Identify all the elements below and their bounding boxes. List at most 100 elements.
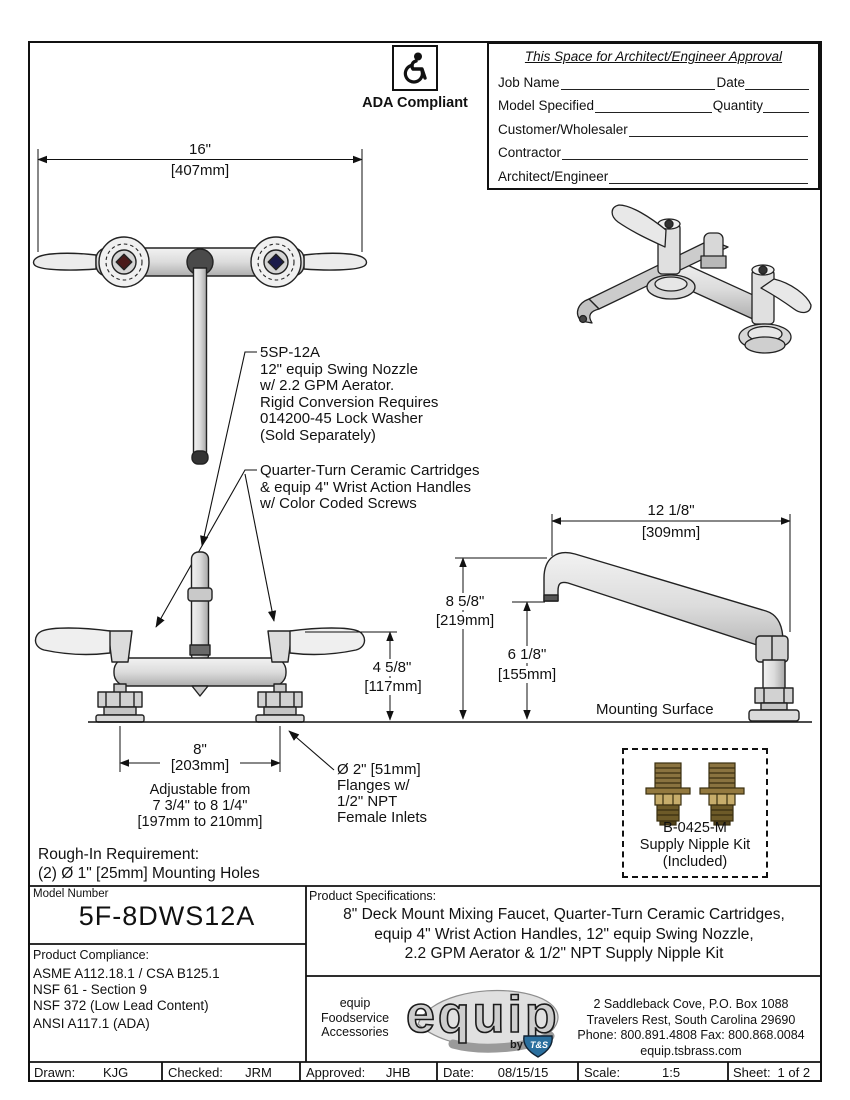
quantity-label: Quantity [712,98,763,114]
drawn-label: Drawn: [34,1065,76,1080]
dim-adjustable: Adjustable from 7 3/4" to 8 1/4" [197mm … [120,782,280,830]
logo-by-text: by [510,1039,524,1051]
product-compliance-label: Product Compliance: [33,948,150,962]
cartridge-callout-line-3: w/ Color Coded Screws [260,495,417,512]
nozzle-callout-line-3: w/ 2.2 GPM Aerator. [260,377,395,394]
footer-checked: Checked: JRM [164,1063,298,1082]
brand-line-1: equip [339,996,371,1010]
contractor-line [562,145,808,161]
nozzle-callout-line-5: 014200-45 Lock Washer [260,410,423,427]
ada-label: ADA Compliant [362,95,468,111]
product-specifications-text: 8" Deck Mount Mixing Faucet, Quarter-Tur… [306,905,822,964]
cartridge-callout-line-2: & equip 4" Wrist Action Handles [260,478,471,496]
dim-centers-in: 8" [193,741,207,758]
spec-line-2: equip 4" Wrist Action Handles, 12" equip… [374,925,754,943]
rough-in-note: Rough-In Requirement: (2) Ø 1" [25mm] Mo… [38,845,260,883]
date-label: Date [716,74,745,90]
company-address: 2 Saddleback Cove, P.O. Box 1088 Travele… [562,997,820,1059]
sheet-value: 1 of 2 [777,1065,811,1080]
architect-label: Architect/Engineer [498,168,609,184]
drawing-frame [28,41,822,1082]
supply-kit-model: B-0425-M [663,820,727,836]
date-field-value: 08/15/15 [497,1065,549,1080]
adjustable-line-3: [197mm to 210mm] [137,814,263,830]
scale-value: 1:5 [662,1065,681,1080]
sheet-label: Sheet: [733,1065,771,1080]
cartridge-callout-line-1: Quarter-Turn Ceramic Cartridges [260,462,480,479]
approval-row-job: Job Name Date [498,66,809,90]
model-number-value: 5F-8DWS12A [78,901,256,931]
wheelchair-icon [392,45,438,91]
svg-text:T&S: T&S [530,1040,548,1050]
rough-in-line-1: Rough-In Requirement: [38,846,200,863]
adjustable-line-2: 7 3/4" to 8 1/4" [152,798,248,814]
dim-spout-height-mm: [219mm] [428,612,502,629]
nozzle-callout-line-2: 12" equip Swing Nozzle [260,360,418,378]
compliance-item-3: NSF 372 (Low Lead Content) [33,998,209,1013]
product-specifications-label: Product Specifications: [309,889,437,903]
customer-label: Customer/Wholesaler [498,121,628,137]
dim-outlet-height-mm: [155mm] [490,666,564,683]
ada-compliant-block: ADA Compliant [352,45,478,111]
approval-row-contractor: Contractor [498,137,809,161]
approval-title: This Space for Architect/Engineer Approv… [524,49,783,64]
footer-drawn: Drawn: KJG [30,1063,160,1082]
dim-width-in: 16" [188,141,211,158]
model-specified-label: Model Specified [498,98,595,114]
nozzle-callout-line-6: (Sold Separately) [260,426,376,444]
address-line-3: Phone: 800.891.4808 Fax: 800.868.0084 [577,1028,805,1042]
approval-row-customer: Customer/Wholesaler [498,113,809,137]
drawn-value: KJG [102,1065,129,1080]
nozzle-callout-line-1: 5SP-12A [260,344,321,361]
architect-line [609,169,808,184]
flange-callout-line-3: 1/2" NPT [337,793,398,810]
approved-label: Approved: [306,1065,366,1080]
address-line-2: Travelers Rest, South Carolina 29690 [586,1012,796,1027]
equip-logo: equip by T&S [398,978,588,1060]
contractor-label: Contractor [498,145,562,161]
approval-row-architect: Architect/Engineer [498,160,809,184]
mounting-surface-label: Mounting Surface [596,701,714,718]
brand-line-3: Accessories [321,1025,389,1039]
flange-callout-line-1: Ø 2" [51mm] [337,761,421,778]
nozzle-callout: 5SP-12A 12" equip Swing Nozzle w/ 2.2 GP… [260,344,438,444]
flange-callout-line-4: Female Inlets [337,809,428,826]
model-number-label: Model Number [33,888,109,900]
date-line [745,75,809,90]
job-name-line [560,75,716,90]
customer-line [628,122,808,137]
brand-text: equip Foodservice Accessories [309,996,401,1040]
brand-line-2: Foodservice [320,1010,390,1025]
date-field-label: Date: [443,1065,475,1080]
dim-handle-height-mm: [117mm] [355,678,431,695]
adjustable-line-1: Adjustable from [149,782,251,798]
equip-logo-text: equip [406,986,560,1044]
rough-in-line-2: (2) Ø 1" [25mm] Mounting Holes [38,865,260,882]
scale-label: Scale: [584,1065,621,1080]
approval-box: This Space for Architect/Engineer Approv… [487,42,820,190]
compliance-item-4: ANSI A117.1 (ADA) [33,1016,150,1031]
footer-scale: Scale: 1:5 [580,1063,726,1082]
dim-width-mm: [407mm] [170,162,230,179]
compliance-item-1: ASME A112.18.1 / CSA B125.1 [33,966,220,981]
ts-shield-icon: T&S [523,1035,553,1058]
compliance-item-2: NSF 61 - Section 9 [33,982,148,997]
supply-kit-name: Supply Nipple Kit [639,837,751,853]
flange-callout: Ø 2" [51mm] Flanges w/ 1/2" NPT Female I… [337,762,427,826]
approval-row-model: Model Specified Quantity [498,90,809,114]
footer-date: Date: 08/15/15 [439,1063,576,1082]
footer-sheet: Sheet: 1 of 2 [730,1063,820,1082]
dim-centers-mm: [203mm] [160,757,240,774]
product-compliance-list: ASME A112.18.1 / CSA B125.1 NSF 61 - Sec… [33,966,220,1032]
checked-value: JRM [245,1065,272,1080]
address-line-1: 2 Saddleback Cove, P.O. Box 1088 [593,997,789,1011]
dim-outlet-height-in: 6 1/8" [495,646,559,663]
address-line-4: equip.tsbrass.com [640,1043,742,1058]
cartridge-callout: Quarter-Turn Ceramic Cartridges & equip … [260,462,480,513]
supply-kit-text: B-0425-M Supply Nipple Kit (Included) [622,820,768,871]
model-specified-line [595,98,712,114]
spec-line-3: 2.2 GPM Aerator & 1/2" NPT Supply Nipple… [404,945,724,962]
job-name-label: Job Name [498,74,560,90]
dim-handle-height-in: 4 5/8" [360,659,424,676]
